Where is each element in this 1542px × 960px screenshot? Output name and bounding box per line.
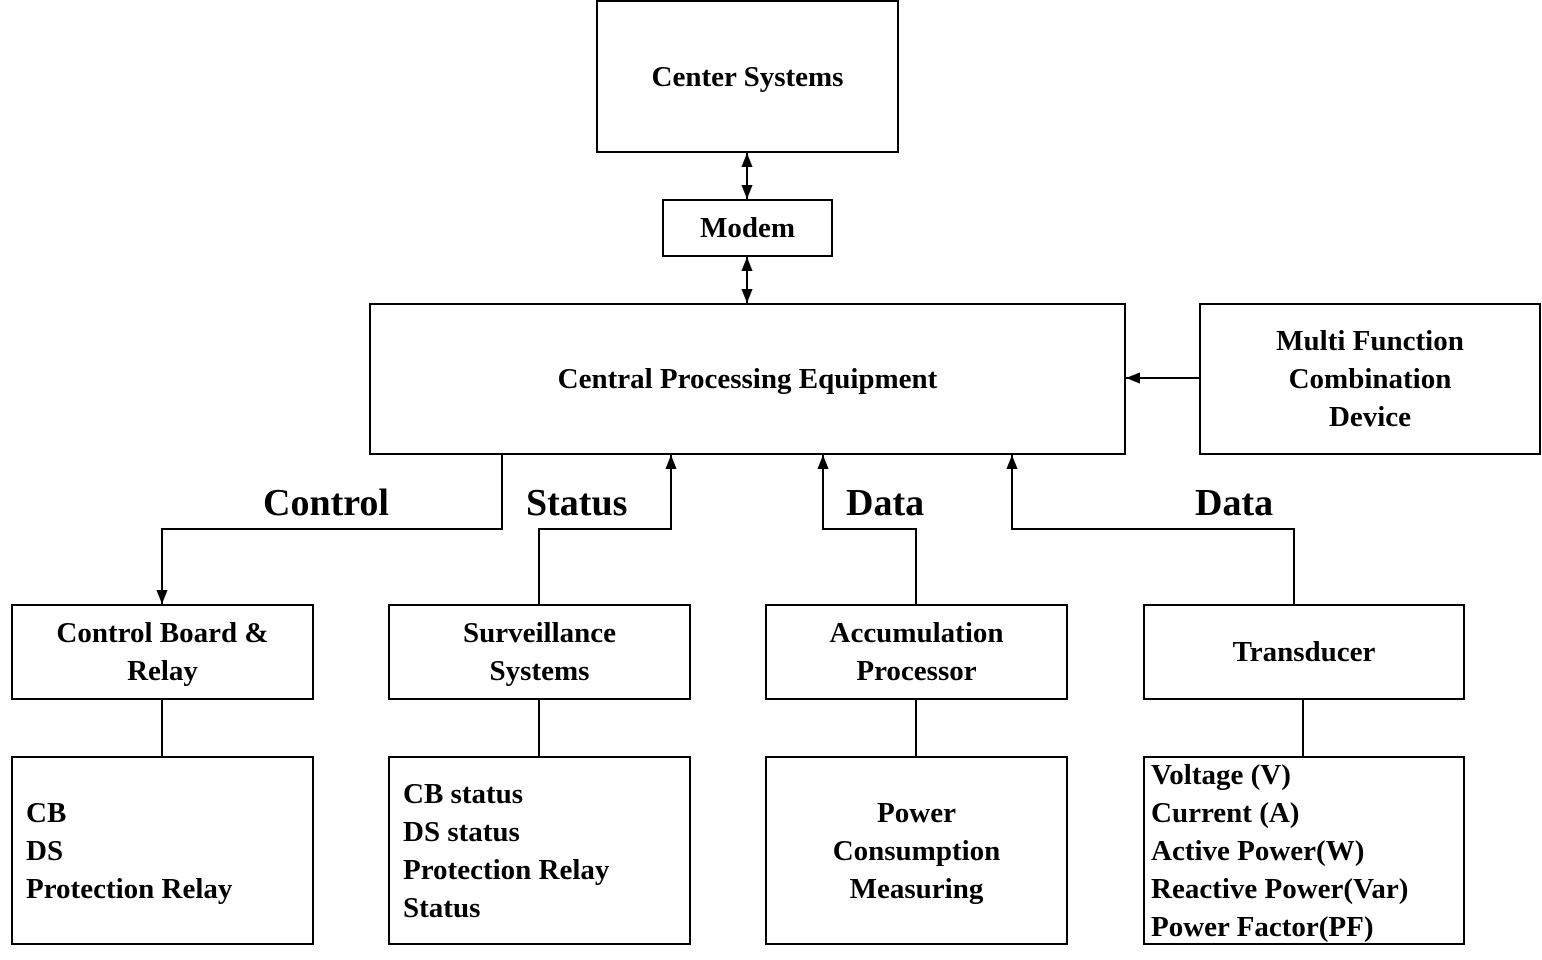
measurement-items-box: Voltage (V) Current (A) Active Power(W) …	[1143, 756, 1465, 945]
edge-label-status: Status	[526, 482, 628, 524]
control-item: Protection Relay	[26, 872, 233, 905]
power-consumption-box: Power Consumption Measuring	[765, 756, 1068, 945]
mfcd-line: Combination	[1288, 363, 1452, 395]
surveillance-line: Surveillance	[462, 617, 617, 649]
link-data-transducer	[1006, 455, 1295, 604]
surveillance-line: Systems	[489, 655, 590, 687]
link-control	[156, 454, 503, 604]
status-items-box: CB status DS status Protection Relay Sta…	[388, 756, 691, 945]
modem-label: Modem	[699, 212, 796, 244]
measurement-item: Current (A)	[1151, 796, 1300, 829]
control-board-line: Control Board &	[56, 617, 269, 649]
measurement-item: Active Power(W)	[1151, 834, 1365, 867]
mfcd-line: Device	[1328, 401, 1412, 433]
control-items-box: CB DS Protection Relay	[11, 756, 314, 945]
control-item: DS	[26, 834, 64, 867]
edge-label-data: Data	[846, 482, 925, 524]
control-board-line: Relay	[127, 655, 198, 687]
central-processing-label: Central Processing Equipment	[557, 363, 938, 395]
center-systems-box: Center Systems	[596, 0, 899, 153]
status-item: Protection Relay	[403, 853, 610, 886]
measurement-item: Voltage (V)	[1151, 758, 1291, 791]
status-item: DS status	[403, 815, 520, 848]
measurement-item: Power Factor(PF)	[1151, 910, 1374, 943]
modem-box: Modem	[662, 199, 833, 257]
transducer-box: Transducer	[1143, 604, 1465, 700]
power-item: Power	[877, 796, 956, 829]
surveillance-systems-box: Surveillance Systems	[388, 604, 691, 700]
accumulation-line: Accumulation	[829, 617, 1004, 649]
link-status	[538, 455, 677, 604]
status-item: CB status	[403, 777, 524, 810]
transducer-label: Transducer	[1232, 636, 1376, 668]
status-item: Status	[403, 891, 481, 924]
accumulation-line: Processor	[856, 655, 977, 687]
control-item: CB	[26, 796, 67, 829]
central-processing-box: Central Processing Equipment	[369, 303, 1126, 455]
accumulation-processor-box: Accumulation Processor	[765, 604, 1068, 700]
mfcd-line: Multi Function	[1276, 325, 1464, 357]
measurement-item: Reactive Power(Var)	[1151, 872, 1409, 905]
edge-label-data: Data	[1195, 482, 1274, 524]
center-systems-label: Center Systems	[651, 60, 844, 93]
power-item: Consumption	[832, 834, 1001, 867]
power-item: Measuring	[849, 872, 984, 905]
edge-label-control: Control	[263, 482, 389, 524]
link-data-accumulation	[817, 455, 917, 604]
control-board-relay-box: Control Board & Relay	[11, 604, 314, 700]
multi-function-device-box: Multi Function Combination Device	[1199, 303, 1541, 455]
